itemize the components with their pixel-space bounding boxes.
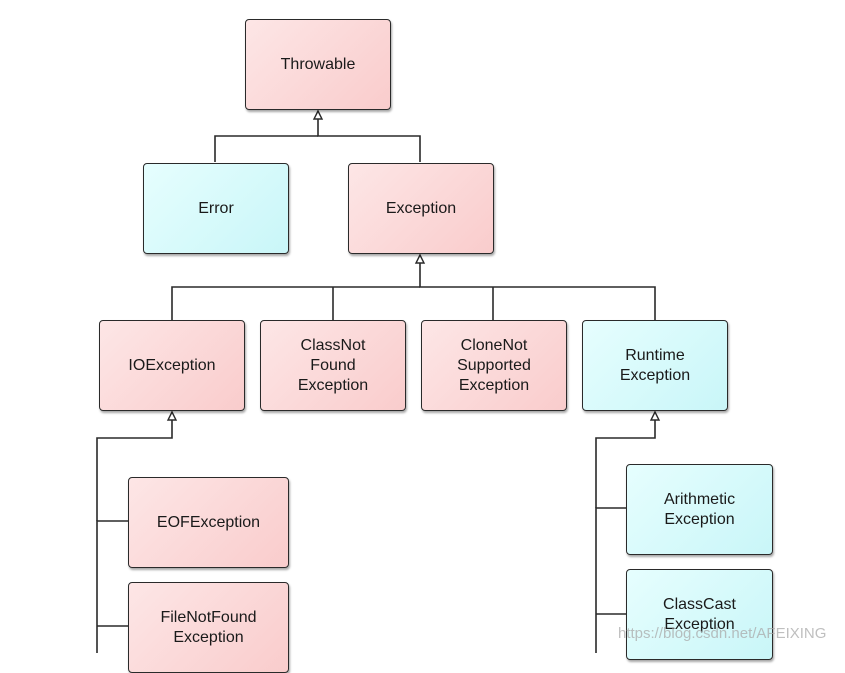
- clonenotsupported-node: CloneNot Supported Exception: [421, 320, 567, 411]
- edge-eofexception-ioexception: [96, 520, 128, 653]
- arrowhead-exception: [414, 253, 426, 264]
- arrowhead-runtime: [649, 410, 661, 421]
- filenotfound-node: FileNotFound Exception: [128, 582, 289, 673]
- arrowhead-throwable: [312, 109, 324, 120]
- ioexception-node: IOException: [99, 320, 245, 411]
- watermark-text: https://blog.csdn.net/AFEIXING: [618, 625, 827, 642]
- runtime-node: Runtime Exception: [582, 320, 728, 411]
- clonenotsupported-label: CloneNot Supported Exception: [457, 336, 531, 394]
- eofexception-node: EOFException: [128, 477, 289, 568]
- edge-ioexception-spine: [96, 420, 173, 521]
- filenotfound-label: FileNotFound Exception: [160, 608, 257, 646]
- arithmetic-node: Arithmetic Exception: [626, 464, 773, 555]
- exception-label: Exception: [385, 199, 457, 217]
- classcast-label: ClassCast Exception: [663, 595, 736, 633]
- edge-error-throwable: [214, 135, 318, 162]
- throwable-label: Throwable: [280, 55, 356, 73]
- error-label: Error: [198, 199, 234, 217]
- error-node: Error: [143, 163, 289, 254]
- classnotfound-node: ClassNot Found Exception: [260, 320, 406, 411]
- connector-lines: [96, 109, 661, 653]
- edge-runtime-spine: [595, 420, 656, 508]
- arithmetic-label: Arithmetic Exception: [663, 490, 736, 528]
- ioexception-label: IOException: [128, 356, 216, 374]
- eofexception-label: EOFException: [156, 513, 261, 531]
- classnotfound-label: ClassNot Found Exception: [297, 336, 369, 394]
- throwable-node: Throwable: [245, 19, 391, 110]
- runtime-label: Runtime Exception: [619, 346, 691, 384]
- classcast-node: ClassCast Exception: [626, 569, 773, 660]
- exception-node: Exception: [348, 163, 494, 254]
- edge-exception-throwable: [317, 119, 421, 162]
- arrowhead-ioexception: [166, 410, 178, 421]
- edge-runtime-exception: [419, 263, 656, 320]
- edge-ioexception-exception: [171, 286, 420, 320]
